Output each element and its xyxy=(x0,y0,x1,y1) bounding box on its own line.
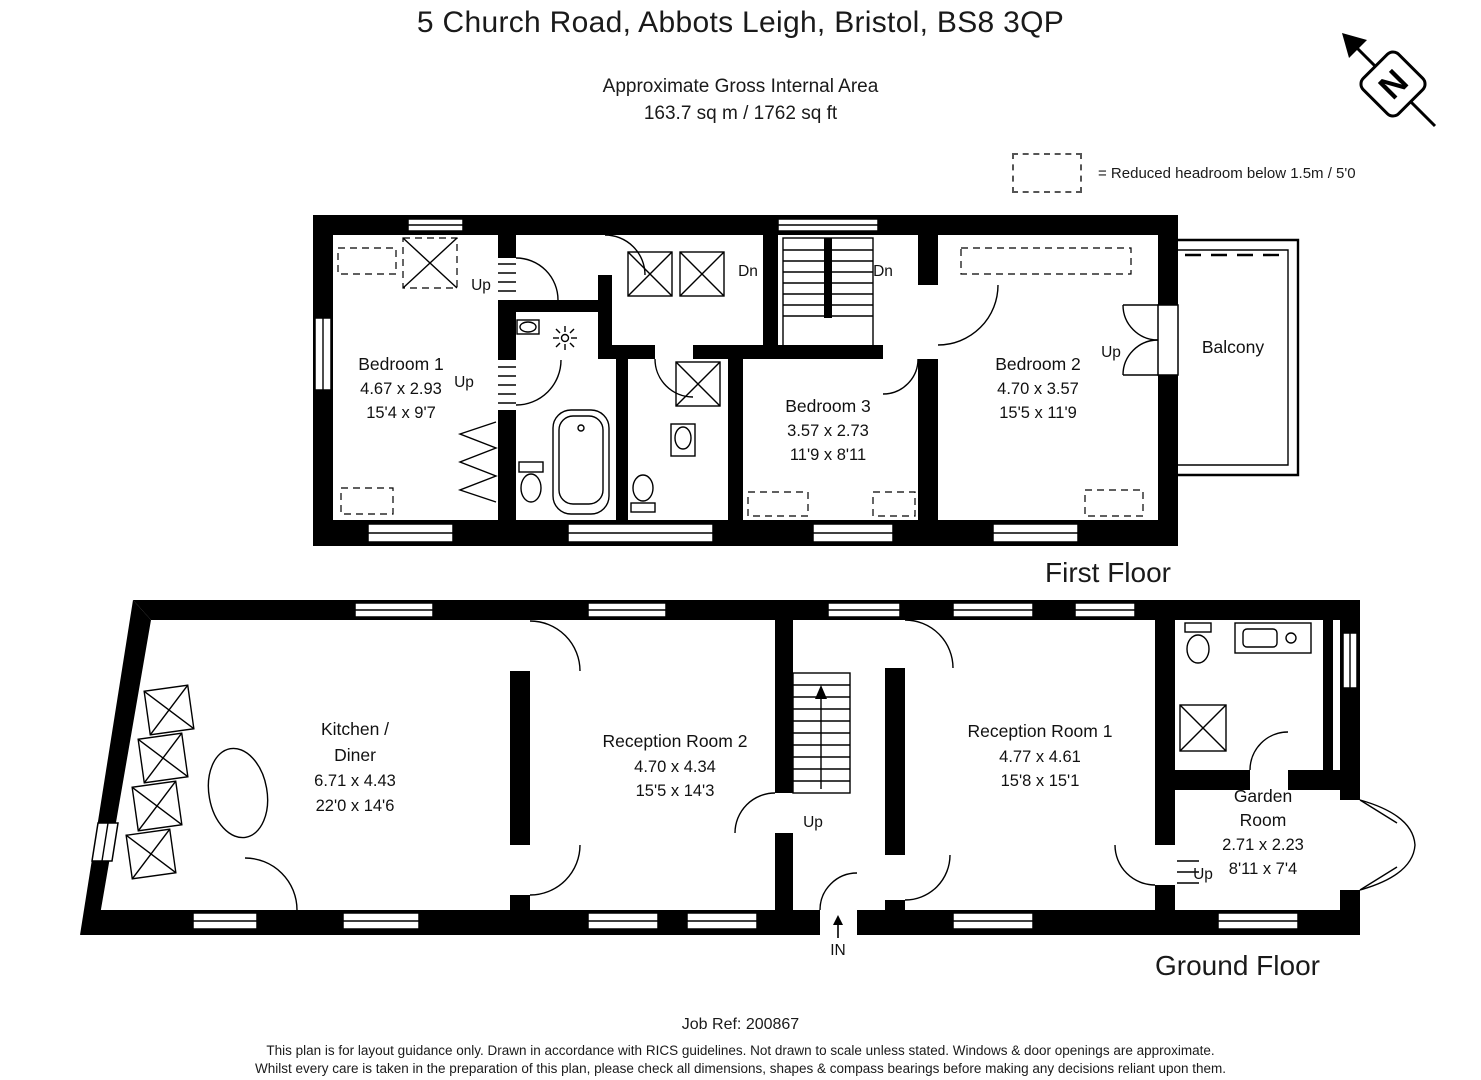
garden-room-name-line1: Garden xyxy=(1234,786,1292,806)
garden-room-steps xyxy=(1177,860,1199,884)
wc-fixtures xyxy=(1179,622,1312,752)
bifold-door-icon xyxy=(457,421,498,503)
bedroom-2-size-ft: 15'5 x 11'9 xyxy=(999,404,1077,422)
reception-2-name: Reception Room 2 xyxy=(603,731,748,751)
shower-icon xyxy=(627,251,725,407)
entrance-arrow-icon xyxy=(833,915,843,938)
bedroom-1-name: Bedroom 1 xyxy=(358,354,444,374)
bedroom-2-name: Bedroom 2 xyxy=(995,354,1081,374)
balcony-name: Balcony xyxy=(1202,337,1265,357)
garden-room-name-line2: Room xyxy=(1240,810,1287,830)
first-floor-plan: Bedroom 1 4.67 x 2.93 15'4 x 9'7 Up Up D… xyxy=(313,215,1300,546)
kitchen-appliance-icon xyxy=(125,684,195,880)
ground-floor-stairs xyxy=(792,672,851,794)
job-ref: Job Ref: 200867 xyxy=(681,1016,800,1033)
ground-floor-walls xyxy=(80,600,1360,935)
first-floor-steps xyxy=(498,263,516,404)
ground-floor-plan: Kitchen / Diner 6.71 x 4.43 22'0 x 14'6 … xyxy=(80,600,1416,959)
garden-room-size-m: 2.71 x 2.23 xyxy=(1222,836,1304,854)
subtitle-size: 163.7 sq m / 1762 sq ft xyxy=(643,103,838,124)
sink-icon xyxy=(516,319,696,457)
bedroom-3-name: Bedroom 3 xyxy=(785,396,871,416)
reception-1-size-ft: 15'8 x 15'1 xyxy=(1001,772,1080,790)
balcony-structure xyxy=(1178,238,1300,477)
reduced-headroom-label: = Reduced headroom below 1.5m / 5'0 xyxy=(1098,165,1356,182)
first-floor-doors xyxy=(515,234,1159,406)
bedroom-1-size-m: 4.67 x 2.93 xyxy=(360,380,442,398)
ceiling-light-icon xyxy=(553,326,577,350)
reception-1-size-m: 4.77 x 4.61 xyxy=(999,748,1081,766)
bedroom-3-size-m: 3.57 x 2.73 xyxy=(787,422,869,440)
first-floor-windows xyxy=(314,218,1179,543)
toilet-icon xyxy=(518,461,656,513)
subtitle-area: Approximate Gross Internal Area xyxy=(602,76,879,97)
ground-floor-title: Ground Floor xyxy=(1155,950,1320,981)
disclaimer-line2: Whilst every care is taken in the prepar… xyxy=(254,1061,1227,1076)
first-floor-stairs xyxy=(782,237,874,349)
kitchen-name-line1: Kitchen / xyxy=(321,719,389,739)
reception-1-name: Reception Room 1 xyxy=(968,721,1113,741)
bedroom-3-size-ft: 11'9 x 8'11 xyxy=(790,446,866,464)
reception-2-size-m: 4.70 x 4.34 xyxy=(634,758,716,776)
reception-2-size-ft: 15'5 x 14'3 xyxy=(636,782,715,800)
stairs-up-arrow xyxy=(815,685,827,699)
north-compass-icon: N xyxy=(1342,33,1437,128)
ground-floor-doors xyxy=(244,619,1416,911)
bath-icon xyxy=(552,409,610,515)
entrance-in-annotation: IN xyxy=(830,942,846,959)
dn-annotation: Dn xyxy=(738,263,758,280)
garden-room-size-ft: 8'11 x 7'4 xyxy=(1229,860,1297,878)
wardrobe-cross-icon xyxy=(402,237,458,289)
reduced-headroom-and-wardrobes xyxy=(337,237,1144,517)
reduced-headroom-swatch xyxy=(1012,153,1082,193)
bedroom-1-size-ft: 15'4 x 9'7 xyxy=(366,404,436,422)
bedroom-2-size-m: 4.70 x 3.57 xyxy=(997,380,1079,398)
up-annotation: Up xyxy=(454,374,474,391)
up-annotation: Up xyxy=(1101,344,1121,361)
compass-arrow-head xyxy=(1342,33,1367,58)
up-annotation: Up xyxy=(803,814,823,831)
ground-floor-windows xyxy=(91,602,1358,935)
first-floor-title: First Floor xyxy=(1045,557,1171,588)
kitchen-size-ft: 22'0 x 14'6 xyxy=(316,797,395,815)
kitchen-island-icon xyxy=(207,747,269,839)
disclaimer-line1: This plan is for layout guidance only. D… xyxy=(266,1043,1215,1058)
dn-annotation: Dn xyxy=(873,263,893,280)
up-annotation: Up xyxy=(471,277,491,294)
up-annotation: Up xyxy=(1193,866,1213,883)
compass-diamond xyxy=(1359,50,1427,118)
kitchen-size-m: 6.71 x 4.43 xyxy=(314,772,396,790)
kitchen-name-line2: Diner xyxy=(334,745,376,765)
page-title: 5 Church Road, Abbots Leigh, Bristol, BS… xyxy=(416,6,1065,39)
